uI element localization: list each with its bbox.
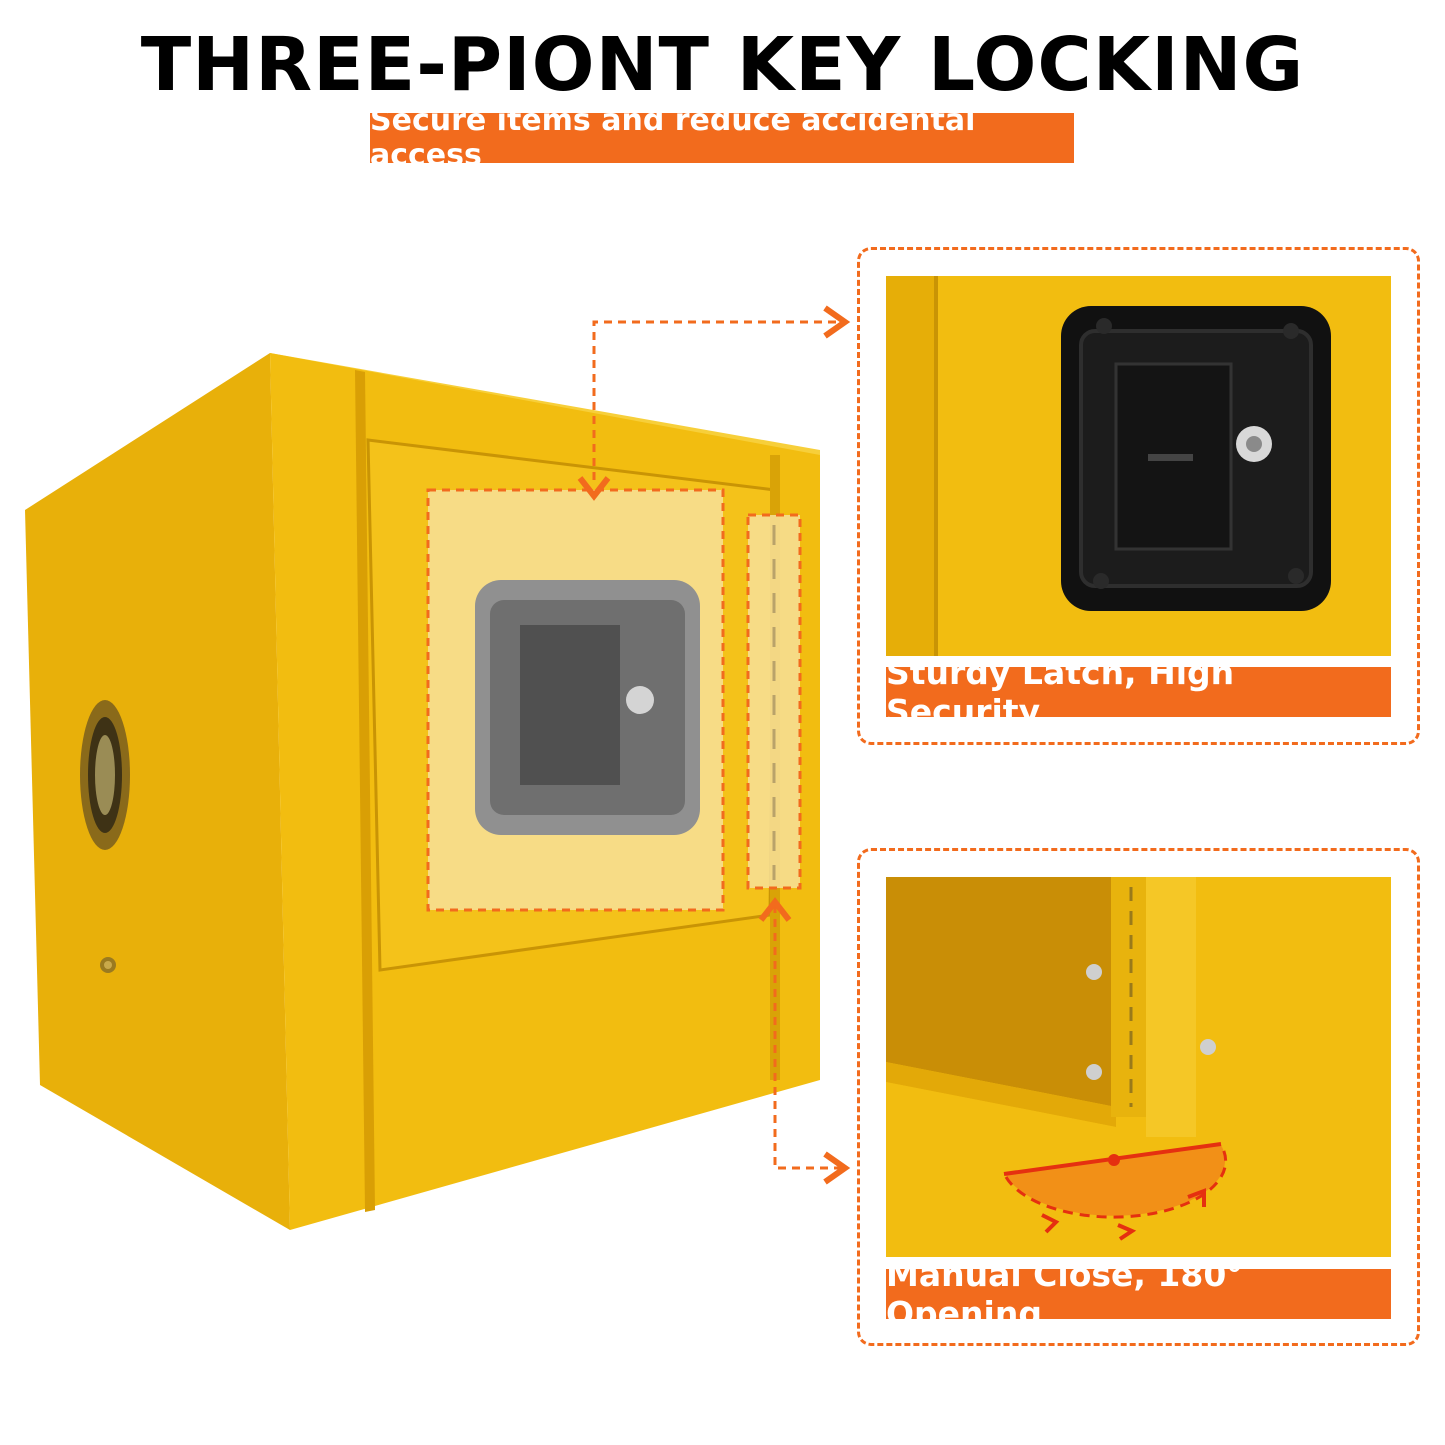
hinge-closeup-photo	[886, 877, 1391, 1257]
latch-highlight	[428, 490, 723, 910]
latch-closeup-photo	[886, 276, 1391, 656]
hinge-callout-label: Manual Close, 180° Opening	[886, 1255, 1391, 1333]
latch-callout-panel	[857, 247, 1420, 745]
hinge-callout-panel	[857, 848, 1420, 1346]
page-title: THREE-PIONT KEY LOCKING	[140, 22, 1305, 108]
latch-callout-label: Sturdy Latch, High Security	[886, 653, 1391, 731]
hinge-highlight	[748, 515, 800, 888]
subtitle-banner: Secure items and reduce accidental acces…	[370, 103, 1074, 173]
